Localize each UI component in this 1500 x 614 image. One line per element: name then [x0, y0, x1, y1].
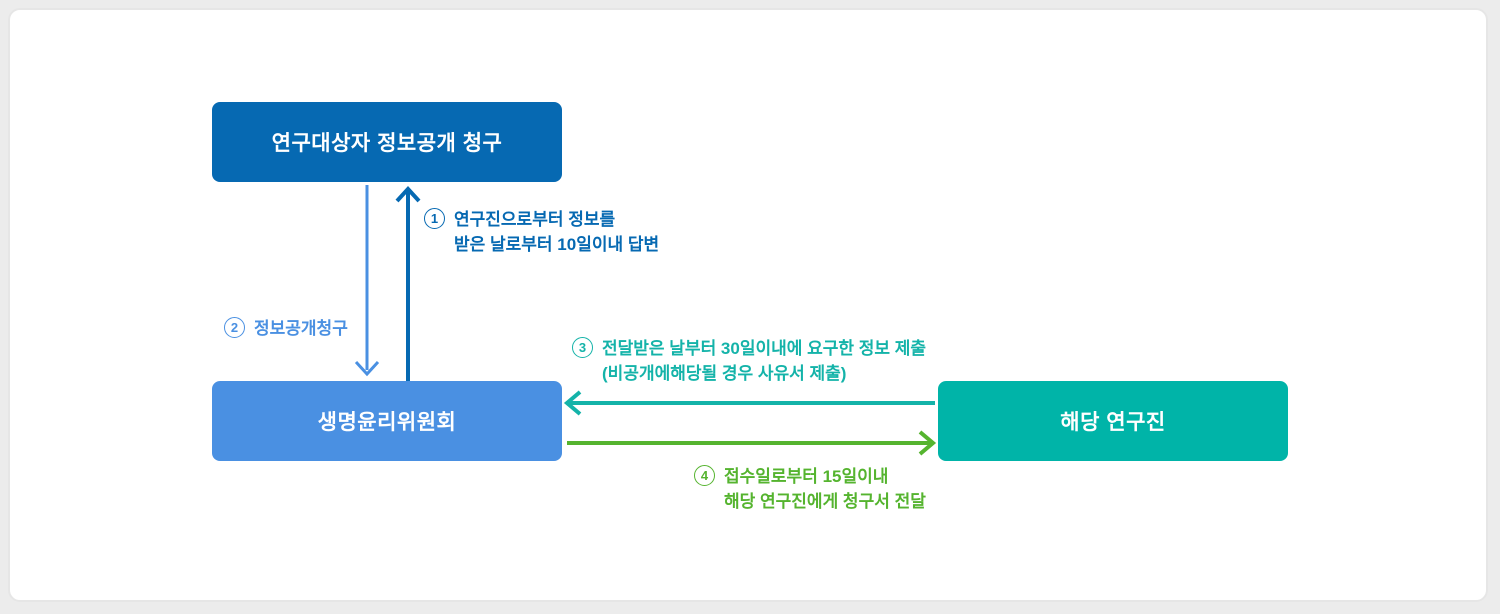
step-1-label: 1 연구진으로부터 정보를 받은 날로부터 10일이내 답변 [424, 207, 659, 257]
step-2-number-badge: 2 [224, 317, 245, 338]
node-request-box: 연구대상자 정보공개 청구 [212, 102, 562, 182]
step-2-text: 정보공개청구 [254, 319, 348, 338]
step-4-text: 접수일로부터 15일이내 해당 연구진에게 청구서 전달 [724, 467, 926, 511]
node-researchers-box: 해당 연구진 [938, 381, 1288, 461]
node-committee-box: 생명윤리위원회 [212, 381, 562, 461]
node-researchers-label: 해당 연구진 [1060, 411, 1166, 434]
step-1-number-badge: 1 [424, 208, 445, 229]
step-4-number-badge: 4 [694, 465, 715, 486]
step-4-label: 4 접수일로부터 15일이내 해당 연구진에게 청구서 전달 [694, 464, 926, 514]
step-1-text: 연구진으로부터 정보를 받은 날로부터 10일이내 답변 [454, 210, 660, 254]
node-committee-label: 생명윤리위원회 [317, 411, 457, 434]
step-3-number-badge: 3 [572, 337, 593, 358]
step-3-text: 전달받은 날부터 30일이내에 요구한 정보 제출 (비공개에해당될 경우 사유… [602, 339, 927, 383]
step-3-label: 3 전달받은 날부터 30일이내에 요구한 정보 제출 (비공개에해당될 경우 … [572, 336, 926, 386]
step-2-label: 2 정보공개청구 [224, 316, 348, 341]
node-request-label: 연구대상자 정보공개 청구 [271, 132, 503, 155]
